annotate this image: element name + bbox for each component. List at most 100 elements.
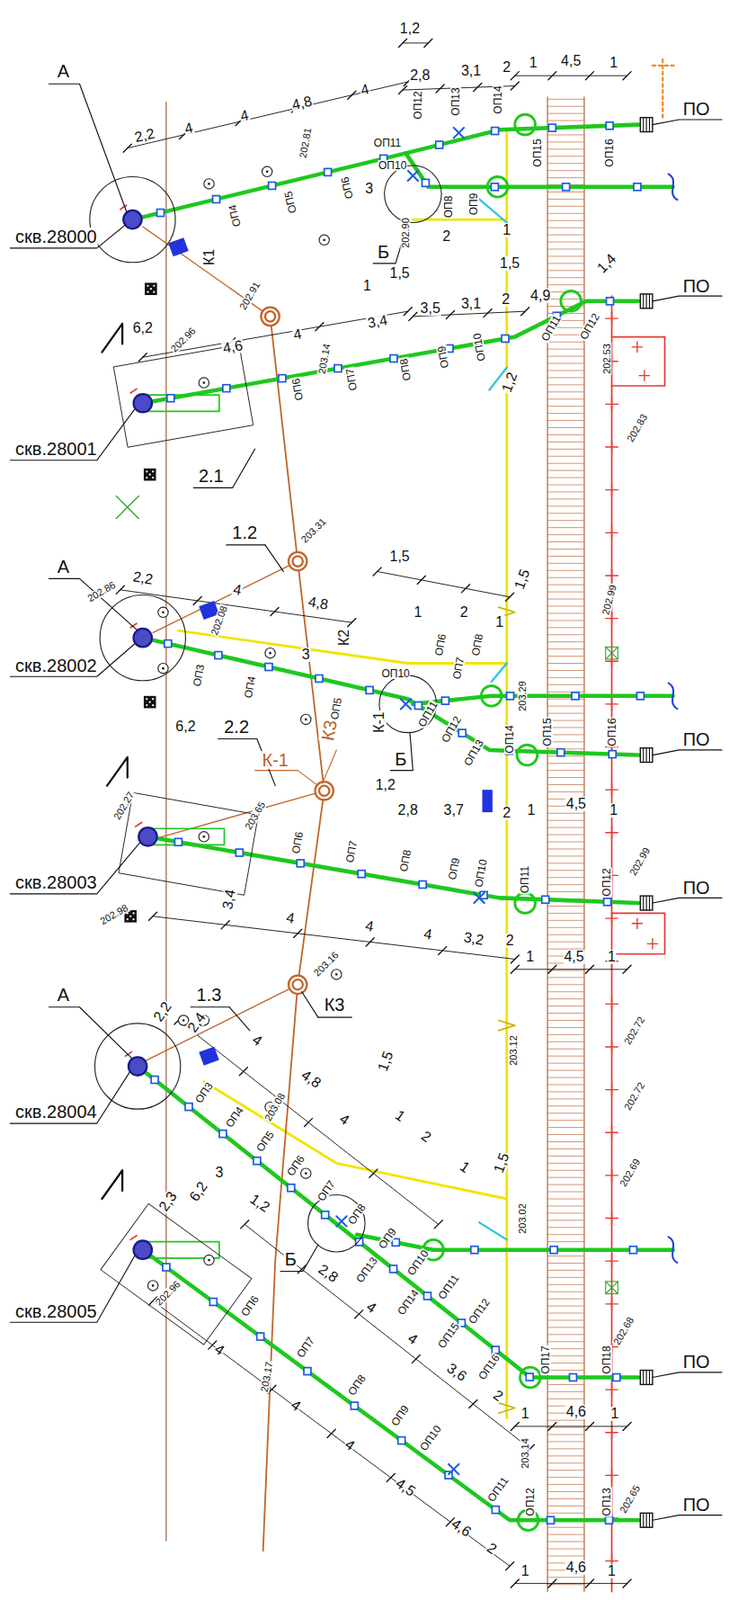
pipe-support [390,355,398,363]
rack-rung [547,477,585,479]
fence-cross [611,483,613,497]
ground-marker [144,282,158,295]
pole-symbol [198,831,209,842]
rack-rung [547,1254,585,1256]
fixed-support [448,1463,459,1474]
support-label: ОП3 [192,1078,215,1105]
dimension-tick [622,964,632,973]
callout-label: 1.2 [231,523,258,542]
dimension-line [142,311,409,357]
dimension-tick [293,928,303,937]
dimension-tick [506,1561,515,1570]
support-label: ОП11 [435,1271,462,1302]
pipe-support [548,124,556,132]
elevation-mark: 202.68 [611,1314,636,1347]
elevation-mark: 202.83 [624,411,649,445]
rack-rung [547,834,585,836]
dimension-value: 4,5 [392,1474,419,1499]
leader-line [48,83,126,212]
elevation-mark: 202.65 [617,1482,642,1515]
rack-rung [547,669,585,671]
ground-marker-dot [150,287,152,290]
elevation-mark: 202.69 [617,1155,642,1189]
pipe-support [525,1372,534,1380]
rack-rung [547,819,585,821]
pole-symbol [304,718,308,721]
dimension-tick [473,82,482,91]
pipeline [142,301,639,403]
rack-rung [547,490,585,492]
elevation-mark: 203.31 [299,515,329,545]
pipe-support [421,178,429,187]
rack-rung [547,676,585,678]
dimension-tick [347,90,356,99]
cable-branch [142,226,271,317]
rack-rung [547,1468,585,1470]
rack-rung [547,541,585,543]
dimension-lines [115,38,632,1587]
rack-rung [547,1040,585,1042]
rack-rung [547,548,585,550]
dimension-tick [510,954,519,963]
support-label: ОП12 [439,713,464,746]
pipe-support [608,750,616,758]
fence-cross [611,1211,613,1225]
pole-symbol [198,377,209,388]
dimension-value: 1,4 [594,249,620,276]
dimension-line [127,81,409,149]
dimension-tick [408,311,418,321]
elevation-mark: 202.90 [400,216,411,249]
support-label: ОП13 [450,87,462,117]
rack-rung [547,912,585,914]
elevation-mark: 202.27 [112,789,137,822]
rack-rung [547,419,585,421]
rack-rung [547,684,585,685]
rack-rung [547,1055,585,1057]
callout-label: ПО [682,276,712,295]
rack-rung [547,841,585,843]
dimension-tick [585,1421,594,1430]
fence-cross [643,370,645,381]
rack-rung [547,1383,585,1385]
support-label: ОП11 [519,864,531,894]
elevation-mark: 202.96 [153,1278,184,1308]
pipe-support [355,1237,364,1245]
rack-rung [547,284,585,285]
pipeline [412,695,673,704]
cyan-segment [491,663,507,682]
pipe-support [491,1505,499,1513]
outlet-symbol [640,1511,653,1527]
callout-label: ПО [682,729,712,748]
pipe-support [214,651,223,659]
dimension-tick [510,71,519,81]
dimension-tick [270,607,279,616]
pipe-support [268,182,276,190]
cable-well [260,307,279,326]
rack-rung [547,1276,585,1278]
pipe-bend [515,892,536,914]
dimension-value: 1,5 [389,266,411,281]
support-label: ОП18 [601,1343,613,1374]
dimension-tick [417,575,426,584]
dimension-value: 6,2 [174,719,196,734]
pad-outline [100,1202,252,1344]
pole-symbol [268,651,272,655]
label-underline [318,1016,352,1018]
pipe-support [562,183,570,191]
dimension-tick [510,1421,519,1430]
dimension-tick [373,567,382,576]
pipe-support [418,880,427,889]
dimension-value: 2 [501,805,512,820]
break-symbol [667,682,678,709]
rack-rung [547,1490,585,1492]
rack-rung [547,584,585,586]
dimension-value: 1 [520,1563,531,1578]
pole-symbol [322,238,326,241]
dimension-tick [239,1066,248,1076]
dimension-value: 1 [610,1405,621,1421]
fence-cross [611,526,613,540]
dimension-value: 1,5 [498,256,521,271]
dimension-value: 3,5 [419,301,442,316]
support-label: ОП9 [375,1225,399,1252]
